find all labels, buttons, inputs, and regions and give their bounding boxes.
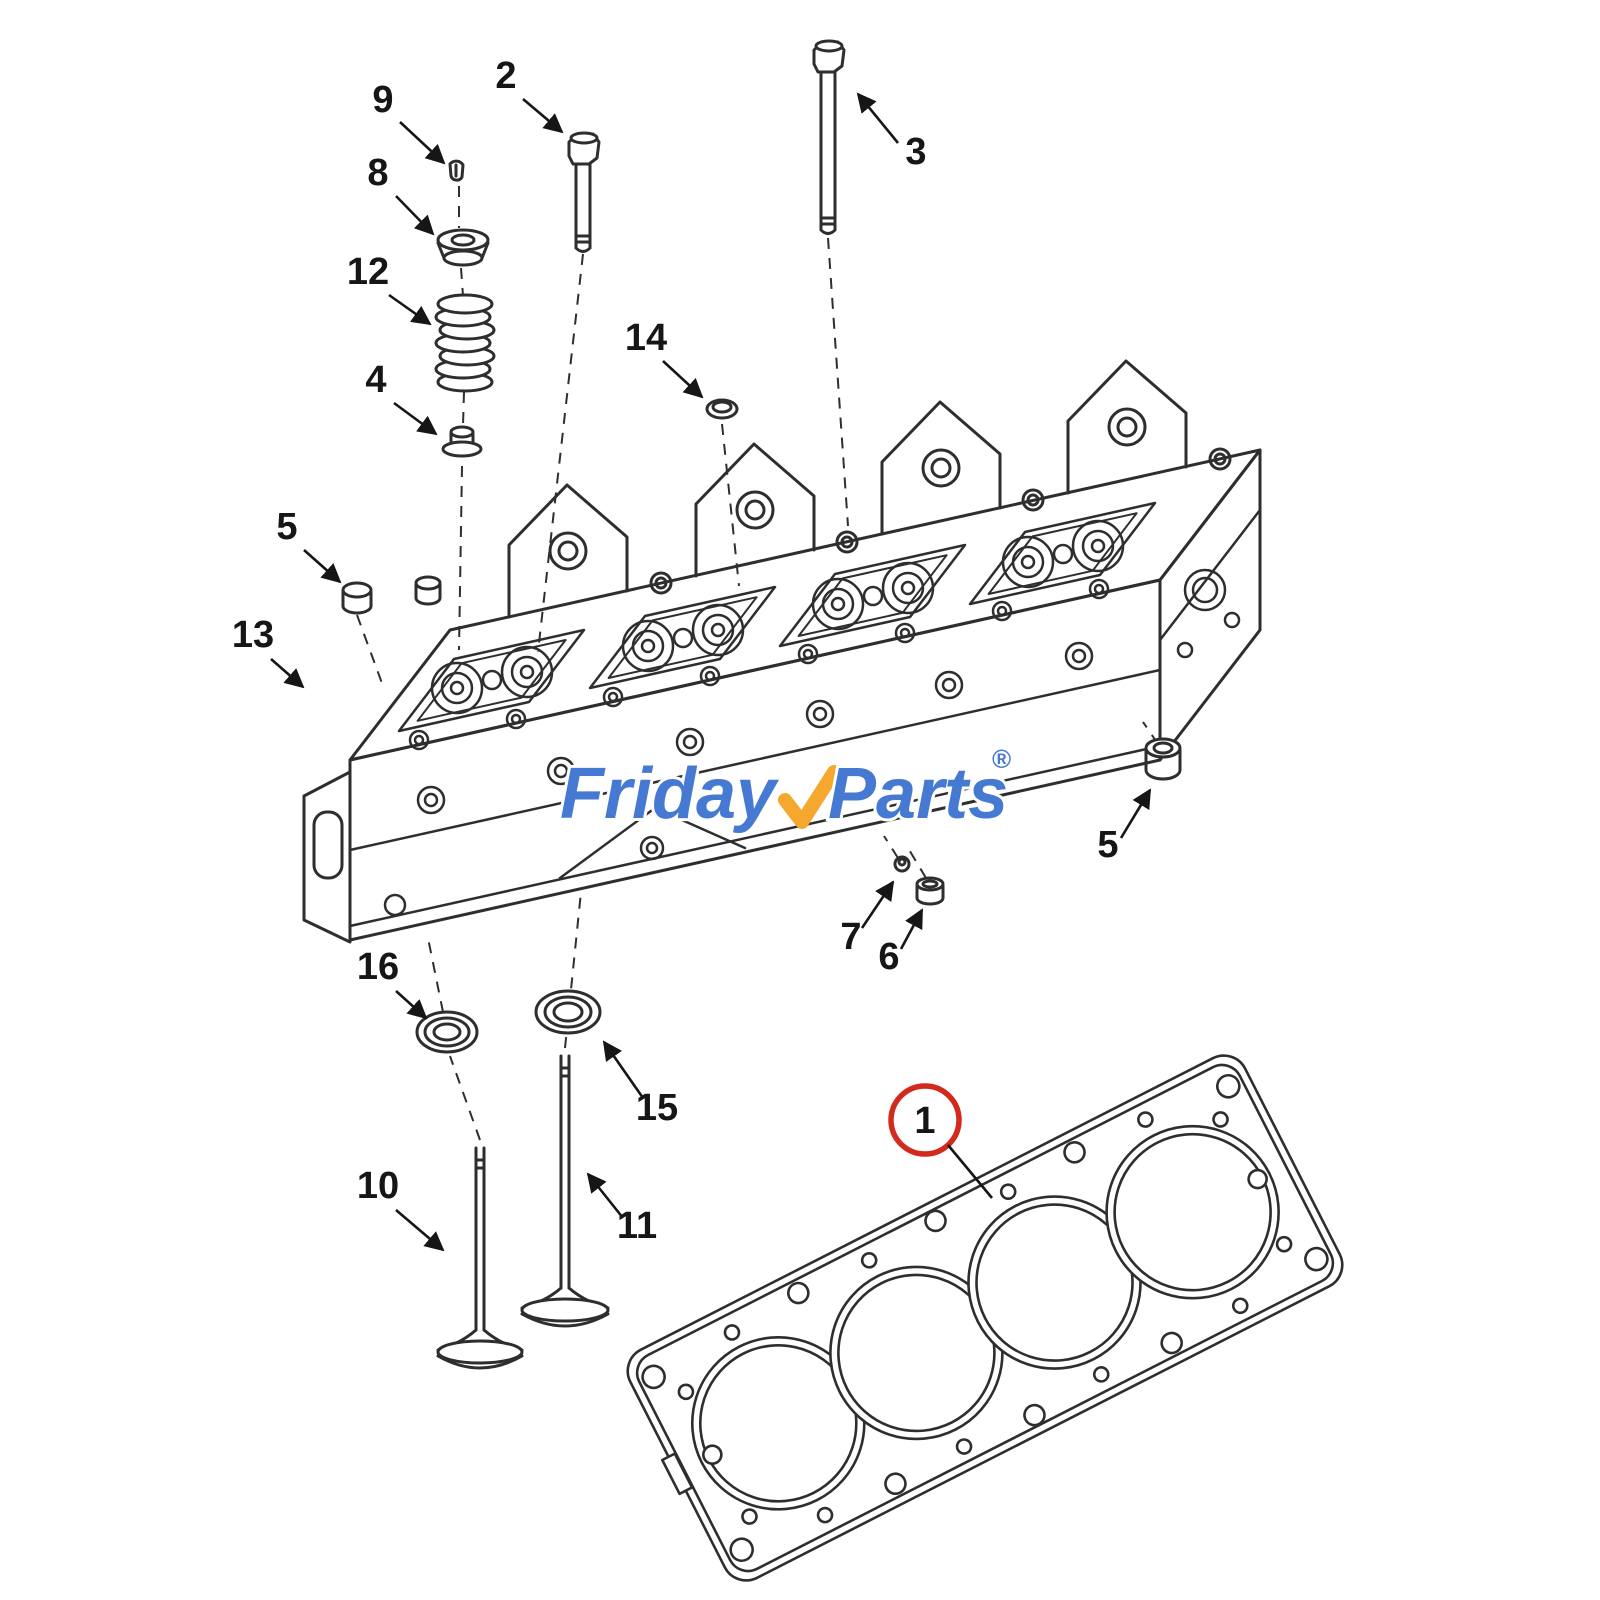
callout-10: 10 <box>357 1165 445 1252</box>
callout-3: 3 <box>856 92 927 173</box>
callout-15-label: 15 <box>636 1087 678 1129</box>
callout-10-label: 10 <box>357 1165 399 1207</box>
valve-stem-seal-part <box>441 425 483 458</box>
callout-4-arrow <box>393 401 438 436</box>
spring-retainer-part <box>436 228 490 267</box>
callout-14-arrow <box>662 360 704 399</box>
callout-11-arrow <box>586 1172 625 1219</box>
head-bolt-long <box>812 39 846 235</box>
assembly-centerlines <box>356 186 1159 1141</box>
callout-14-label: 14 <box>625 317 667 359</box>
callout-7: 7 <box>840 880 895 958</box>
valve-keeper-part <box>448 159 465 182</box>
callout-5-left: 5 <box>276 506 342 584</box>
rocker-tower <box>1066 359 1188 495</box>
watermark-check-icon <box>778 765 841 829</box>
callout-12: 12 <box>347 251 432 326</box>
callout-10-arrow <box>395 1209 445 1252</box>
callout-11-label: 11 <box>617 1205 657 1247</box>
seal-ring-16 <box>415 1010 479 1054</box>
callouts-layer: 9 8 12 4 2 3 14 5 <box>232 55 1152 1252</box>
ball-plug-part <box>893 855 911 873</box>
callout-5-left-label: 5 <box>276 506 297 548</box>
callout-13-arrow <box>270 658 305 689</box>
callout-12-arrow <box>388 293 432 326</box>
callout-9-arrow <box>399 121 446 165</box>
cup-plug-part <box>705 398 739 420</box>
callout-7-label: 7 <box>840 916 861 958</box>
callout-13: 13 <box>232 614 305 689</box>
callout-1-label: 1 <box>914 1100 935 1142</box>
callout-6: 6 <box>878 908 924 978</box>
callout-5-right-label: 5 <box>1097 824 1118 866</box>
callout-12-label: 12 <box>347 251 389 293</box>
callout-8-arrow <box>395 195 435 236</box>
watermark-friday-text: Friday <box>560 754 780 834</box>
callout-5-left-arrow <box>303 549 342 584</box>
callout-3-label: 3 <box>905 131 926 173</box>
head-right-end-detail <box>1158 508 1262 659</box>
callout-3-arrow <box>856 92 900 144</box>
head-top-face <box>348 448 1262 762</box>
callout-9: 9 <box>372 79 446 165</box>
rocker-tower <box>507 483 629 619</box>
callout-13-label: 13 <box>232 614 274 656</box>
valve-spring-part <box>434 293 496 393</box>
rocker-tower <box>694 442 816 578</box>
head-bolt-short <box>567 131 601 253</box>
head-gasket <box>626 1054 1344 1582</box>
callout-2-arrow <box>522 98 564 134</box>
callout-7-arrow <box>860 880 895 929</box>
valve-10 <box>436 1146 524 1370</box>
head-right-face <box>1158 448 1262 762</box>
head-front-detail <box>348 641 1162 928</box>
head-bolt-bosses <box>408 578 1110 751</box>
callout-1-highlighted: 1 <box>888 1083 994 1199</box>
callout-14: 14 <box>625 317 704 399</box>
callout-2-label: 2 <box>495 55 516 97</box>
callout-6-arrow <box>899 908 924 950</box>
dowel-plug-right <box>1144 737 1182 781</box>
callout-8-label: 8 <box>367 152 388 194</box>
watermark: Friday Parts ® <box>557 743 1013 838</box>
watermark-parts-text: Parts <box>828 754 1008 834</box>
back-edge-bosses <box>649 447 1232 595</box>
cylinder-head-body <box>302 359 1262 944</box>
threaded-plug-part <box>915 876 945 906</box>
head-left-boss-slot <box>312 810 344 880</box>
watermark-registered-mark: ® <box>992 744 1011 774</box>
head-left-boss <box>302 770 352 944</box>
callout-8: 8 <box>367 152 435 236</box>
rocker-tower <box>880 400 1002 536</box>
callout-4-label: 4 <box>365 359 386 401</box>
callout-5-right-arrow <box>1119 788 1152 839</box>
callout-9-label: 9 <box>372 79 393 121</box>
valve-spring-seats <box>430 519 1125 715</box>
callout-16-label: 16 <box>357 946 399 988</box>
callout-15: 15 <box>602 1040 678 1129</box>
callout-1-highlight-circle <box>888 1083 962 1157</box>
callout-15-arrow <box>602 1040 645 1099</box>
callout-11: 11 <box>586 1172 657 1247</box>
callout-5-right: 5 <box>1097 788 1152 866</box>
valve-11 <box>520 1054 610 1328</box>
callout-1-leader <box>946 1144 994 1199</box>
seal-ring-15 <box>534 989 602 1035</box>
valve-bay-grooves <box>397 501 1157 733</box>
callout-6-label: 6 <box>878 936 899 978</box>
callout-2: 2 <box>495 55 564 134</box>
dowel-plug-left <box>341 575 442 615</box>
callout-4: 4 <box>365 359 438 436</box>
callout-16-arrow <box>395 990 428 1020</box>
callout-16: 16 <box>357 946 428 1020</box>
